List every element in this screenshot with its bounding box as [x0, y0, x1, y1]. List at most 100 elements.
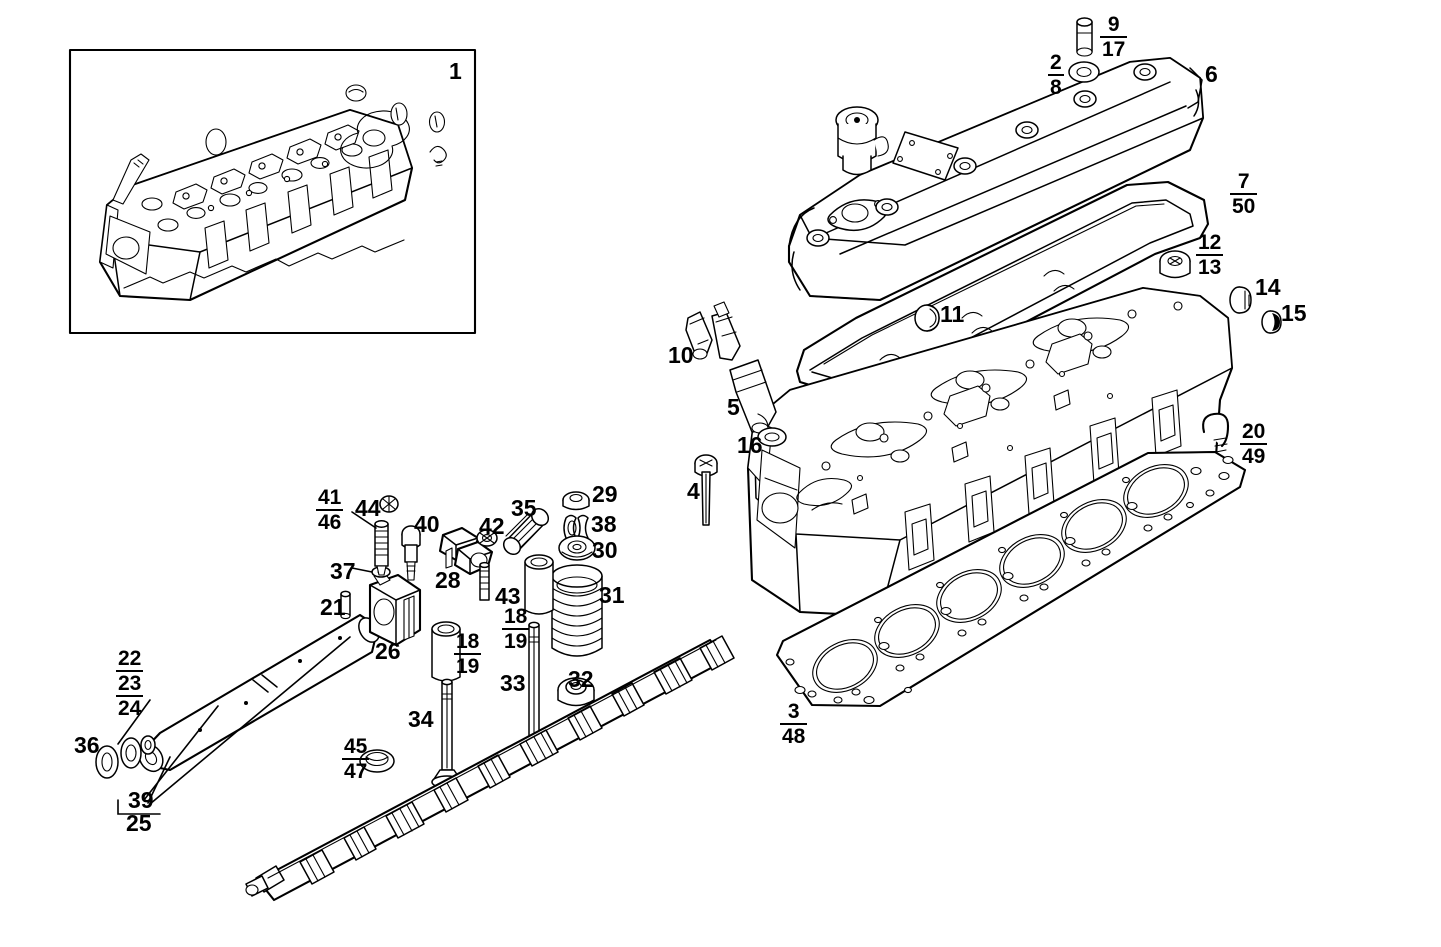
callout-numerator: 2: [1050, 51, 1062, 74]
valve-cover-seal-washer: [1068, 61, 1100, 83]
callout-cylinder-head-detail-number: 1: [449, 58, 462, 84]
spring-retainer: [558, 535, 596, 561]
callout-spring-retainer-cap: 42: [479, 513, 505, 539]
callout-valve-rotator: 32: [568, 666, 594, 692]
callout-denominator: 49: [1240, 443, 1268, 469]
callout-core-plug-large: 14: [1255, 274, 1281, 300]
callout-numerator: 18: [456, 630, 480, 653]
callout-numerator: 18: [504, 605, 528, 628]
valve-cover-stud-nut: [1076, 17, 1093, 57]
cylinder-head: [746, 286, 1234, 618]
callout-sealing-ring: 16: [737, 432, 763, 458]
callout-numerator: 45: [344, 735, 368, 758]
rocker-shaft-plug: [340, 590, 351, 620]
valve-collet: [563, 514, 589, 542]
camshaft: [245, 635, 735, 902]
callout-denominator: 19: [454, 653, 482, 679]
callout-rocker-shaft-screw: 43: [495, 583, 521, 609]
callout-cylinder-head-bolt: 4: [687, 478, 700, 504]
callout-line-0: 22: [118, 647, 142, 670]
valve-cap: [562, 491, 590, 511]
callout-denominator: 46: [316, 509, 344, 535]
callout-lock-nut: 44: [355, 495, 381, 521]
rocker-shaft-leaders: [117, 636, 351, 815]
callout-rocker-shaft-plug: 21: [320, 594, 346, 620]
callout-denominator: 8: [1048, 74, 1064, 100]
valve-spring: [551, 564, 603, 657]
callout-valve-cap: 29: [592, 481, 618, 507]
callout-rocker-shaft-end-washer: 36: [74, 732, 100, 758]
valve-cover-bosses: [806, 63, 1157, 247]
cylinder-head-dowel: [914, 304, 940, 332]
valve-cover: [787, 56, 1205, 302]
callout-rocker-shaft-retainer: 39: [128, 787, 154, 813]
cylinder-head-plug: [1159, 250, 1191, 279]
core-plug-large: [1229, 286, 1252, 314]
rocker-shaft: [138, 613, 380, 773]
callout-numerator: 3: [787, 700, 800, 723]
callout-numerator: 41: [318, 486, 342, 509]
callout-line-2: 24: [116, 694, 144, 720]
callout-thrust-washer: 37: [330, 558, 356, 584]
callout-numerator: 20: [1242, 420, 1266, 443]
banjo-bolt: [401, 525, 421, 581]
callout-rocker-spacer-spring: 35: [511, 495, 537, 521]
callout-denominator: 17: [1100, 36, 1128, 62]
cylinder-head-bolt: [694, 454, 718, 526]
callout-valve-cover: 6: [1205, 61, 1218, 87]
callout-exhaust-valve: 33: [500, 670, 526, 696]
rocker-shaft-spring-washers: [117, 699, 156, 769]
callout-line-1: 23: [116, 670, 144, 696]
callout-denominator: 19: [502, 628, 530, 654]
callout-denominator: 50: [1230, 193, 1258, 219]
callout-spring-retainer: 30: [592, 537, 618, 563]
detail-cylinder-head: [98, 84, 447, 302]
cylinder-head-gasket: [775, 450, 1247, 708]
gasket-holes: [785, 455, 1234, 705]
retaining-clip: [1202, 412, 1230, 453]
callout-rocker-arm: 28: [435, 567, 461, 593]
oil-filler-neck: [835, 106, 889, 176]
camshaft-lobes: [299, 635, 735, 885]
callout-numerator: 12: [1198, 231, 1222, 254]
valve-stem-seal-b: [524, 554, 554, 615]
callout-valve-collet: 38: [591, 511, 617, 537]
callout-denominator: 13: [1196, 254, 1224, 280]
rocker-shaft-bracket: [368, 571, 422, 647]
rocker-shaft-end-washer: [95, 745, 119, 779]
callout-intake-valve: 34: [408, 706, 434, 732]
lock-nut: [379, 495, 399, 513]
rocker-adjust-screw: [351, 511, 389, 576]
callout-valve-spring: 31: [599, 582, 625, 608]
callout-rocker-shaft-bracket: 26: [375, 638, 401, 664]
injector-sleeve-upper: [711, 301, 741, 361]
callout-numerator: 7: [1237, 170, 1250, 193]
rocker-shaft-screw: [479, 561, 490, 601]
detail-inset-frame: [68, 48, 477, 335]
valve-rotator-ring: [359, 749, 395, 773]
callout-denominator: 48: [780, 723, 808, 749]
core-plug-small: [1261, 310, 1282, 334]
callout-injector-sleeve: 5: [727, 394, 740, 420]
cylinder-head-deck-detail: [796, 301, 1183, 515]
sealing-ring: [757, 427, 787, 447]
spring-retainer-cap: [476, 529, 498, 547]
valve-bridge-pin: [685, 311, 713, 360]
intake-valve: [431, 678, 463, 789]
callout-rocker-shaft: 25: [126, 810, 152, 836]
callout-cylinder-head-dowel: 11: [940, 301, 965, 327]
callout-numerator: 9: [1107, 13, 1120, 36]
callout-banjo-bolt: 40: [414, 511, 440, 537]
valve-rotator: [557, 677, 595, 707]
rocker-spacer-spring: [502, 507, 550, 556]
callout-denominator: 47: [342, 758, 370, 784]
